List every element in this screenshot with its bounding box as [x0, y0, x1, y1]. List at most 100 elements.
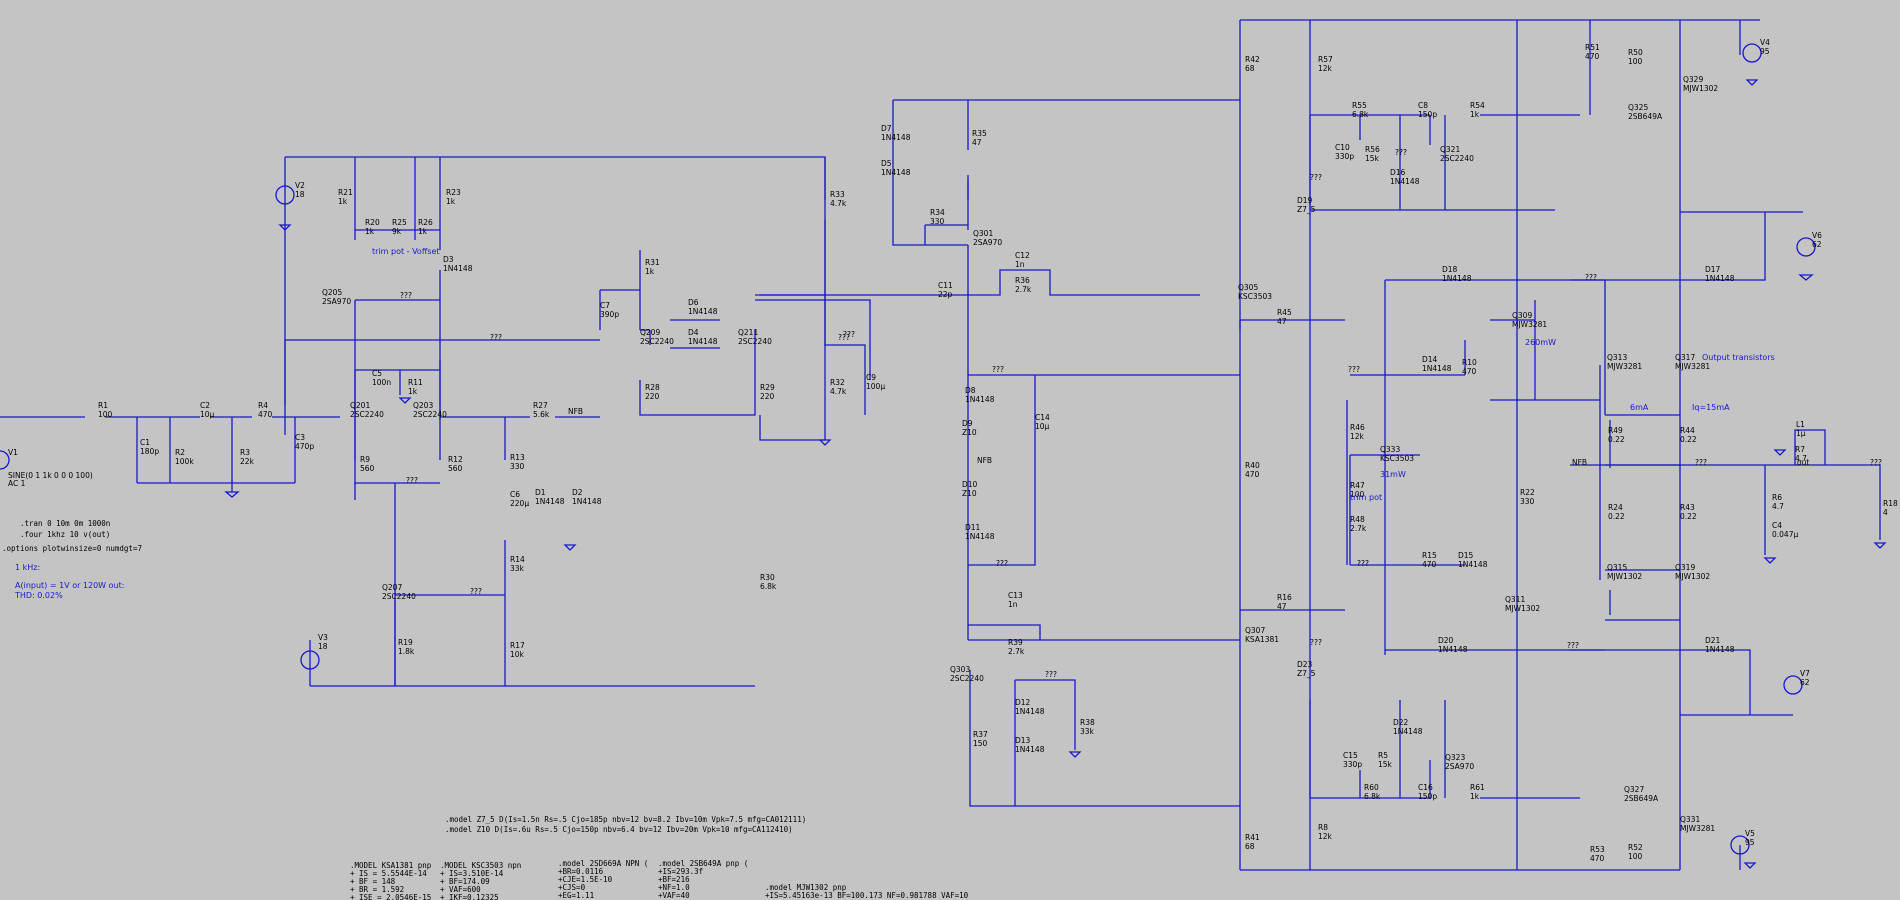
model-d669a-2: +CJE=1.5E-10 — [558, 875, 613, 884]
r3-value: 22k — [240, 457, 255, 466]
r52-value: 100 — [1628, 852, 1643, 861]
q321-value: 2SC2240 — [1440, 154, 1474, 163]
d18-value: 1N4148 — [1442, 274, 1472, 283]
model-ksa1381-2: + BF = 148 — [350, 877, 396, 886]
q323-ref: Q323 — [1445, 753, 1465, 762]
r53-ref: R53 — [1590, 845, 1605, 854]
spice-directives: .tran 0 10m 0m 1000n.four 1khz 10 v(out)… — [2, 519, 142, 553]
r33-ref: R33 — [830, 190, 845, 199]
model-z75: .model Z7_5 D(Is=1.5n Rs=.5 Cjo=185p nbv… — [445, 815, 806, 824]
r55-ref: R55 — [1352, 101, 1367, 110]
v7-value: 62 — [1800, 678, 1810, 687]
r7-ref: R7 — [1795, 445, 1805, 454]
r28-ref: R28 — [645, 383, 660, 392]
r37-value: 150 — [973, 739, 988, 748]
net-unknown-2: ??? — [400, 291, 412, 300]
r43-value: 0.22 — [1680, 512, 1697, 521]
r30-ref: R30 — [760, 573, 775, 582]
r15-value: 470 — [1422, 560, 1437, 569]
q327-ref: Q327 — [1624, 785, 1644, 794]
r40-value: 470 — [1245, 470, 1260, 479]
q305-ref: Q305 — [1238, 283, 1258, 292]
q303-ref: Q303 — [950, 665, 970, 674]
khz-label: 1 kHz: — [15, 563, 40, 572]
net-nfb-2: NFB — [977, 456, 992, 465]
d10-value: Z10 — [962, 489, 977, 498]
r49-value: 0.22 — [1608, 435, 1625, 444]
v1-value: SINE(0 1 1k 0 0 0 100) — [8, 471, 93, 480]
r16-value: 47 — [1277, 602, 1287, 611]
symbols — [0, 43, 1887, 869]
d14-ref: D14 — [1422, 355, 1438, 364]
r36-value: 2.7k — [1015, 285, 1032, 294]
r34-value: 330 — [930, 217, 945, 226]
d8-value: 1N4148 — [965, 395, 995, 404]
q317-ref: Q317 — [1675, 353, 1695, 362]
v3-ref: V3 — [318, 633, 328, 642]
q331-value: MJW3281 — [1680, 824, 1715, 833]
r41-ref: R41 — [1245, 833, 1260, 842]
q325-value: 2SB649A — [1628, 112, 1663, 121]
d9-ref: D9 — [962, 419, 973, 428]
model-b649a-4: +VAF=40 — [658, 891, 690, 900]
q331-ref: Q331 — [1680, 815, 1700, 824]
c15-value: 330p — [1343, 760, 1362, 769]
q211-value: 2SC2240 — [738, 337, 772, 346]
q205-ref: Q205 — [322, 288, 342, 297]
r35-ref: R35 — [972, 129, 987, 138]
c14-value: 10µ — [1035, 422, 1050, 431]
q315-value: MJW1302 — [1607, 572, 1642, 581]
r36-ref: R36 — [1015, 276, 1030, 285]
v5-ref: V5 — [1745, 829, 1755, 838]
c2-ref: C2 — [200, 401, 210, 410]
net-unknown-13: ??? — [1310, 173, 1322, 182]
r19-value: 1.8k — [398, 647, 415, 656]
trim-pot-label: trim pot — [1350, 493, 1382, 502]
d19-ref: D19 — [1297, 196, 1313, 205]
v7-ref: V7 — [1800, 669, 1810, 678]
model-d669a-4: +EG=1.11 — [558, 891, 594, 900]
r34-ref: R34 — [930, 208, 945, 217]
r29-ref: R29 — [760, 383, 775, 392]
q321-ref: Q321 — [1440, 145, 1460, 154]
r23-value: 1k — [446, 197, 456, 206]
r42-ref: R42 — [1245, 55, 1260, 64]
r31-value: 1k — [645, 267, 655, 276]
r24-ref: R24 — [1608, 503, 1623, 512]
model-mjw1302-0: .model MJW1302 pnp — [765, 883, 847, 892]
power-q333-label: 31mW — [1380, 470, 1406, 479]
r50-value: 100 — [1628, 57, 1643, 66]
r32-ref: R32 — [830, 378, 845, 387]
r26-value: 1k — [418, 227, 428, 236]
q317-value: MJW3281 — [1675, 362, 1710, 371]
r25-value: 9k — [392, 227, 402, 236]
r11-ref: R11 — [408, 378, 423, 387]
c14-ref: C14 — [1035, 413, 1050, 422]
r9-ref: R9 — [360, 455, 370, 464]
d6-value: 1N4148 — [688, 307, 718, 316]
r10-ref: R10 — [1462, 358, 1477, 367]
v6-ref: V6 — [1812, 231, 1822, 240]
r45-value: 47 — [1277, 317, 1287, 326]
v2-value: 18 — [295, 190, 305, 199]
d13-ref: D13 — [1015, 736, 1031, 745]
d7-ref: D7 — [881, 124, 892, 133]
q319-ref: Q319 — [1675, 563, 1695, 572]
model-ksa1381-1: + IS = 5.5544E-14 — [350, 869, 427, 878]
c16-ref: C16 — [1418, 783, 1433, 792]
c1-value: 180p — [140, 447, 159, 456]
r3-ref: R3 — [240, 448, 250, 457]
q309-value: MJW3281 — [1512, 320, 1547, 329]
r9-value: 560 — [360, 464, 375, 473]
r17-ref: R17 — [510, 641, 525, 650]
net-unknown-7: ??? — [1348, 365, 1360, 374]
r14-value: 33k — [510, 564, 525, 573]
d3-value: 1N4148 — [443, 264, 473, 273]
c7-ref: C7 — [600, 301, 610, 310]
net-unknown-17: ??? — [1870, 458, 1882, 467]
r42-value: 68 — [1245, 64, 1255, 73]
net-unknown-12: ??? — [1045, 670, 1057, 679]
r6-value: 4.7 — [1772, 502, 1784, 511]
r22-ref: R22 — [1520, 488, 1535, 497]
